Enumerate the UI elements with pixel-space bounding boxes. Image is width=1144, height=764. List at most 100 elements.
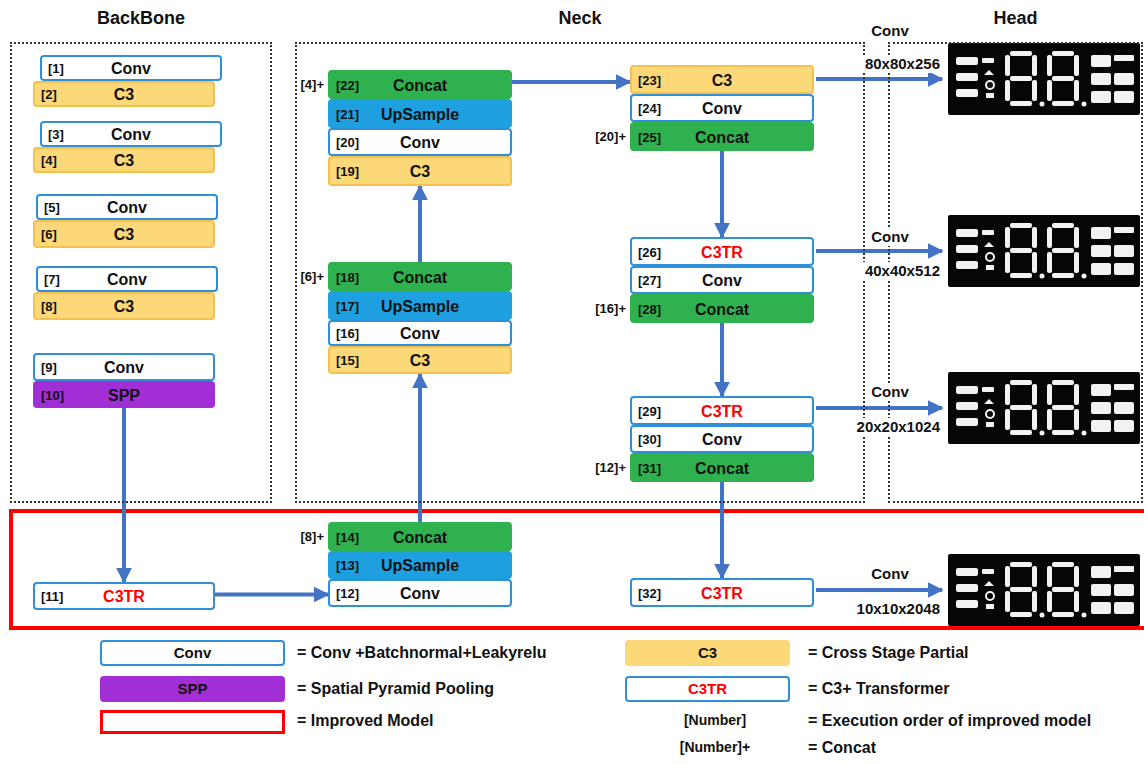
conv-layer: [7]Conv	[36, 266, 218, 292]
legend-text: = Concat	[808, 738, 876, 757]
concat-block: [18]Concat	[328, 262, 512, 291]
legend-sample-text: C3	[698, 644, 717, 662]
concat-source: [4]+	[299, 76, 326, 94]
order-number: [31]	[638, 460, 661, 475]
flow-arrow	[720, 323, 724, 396]
legend-sample-text: SPP	[177, 680, 207, 698]
order-number: [19]	[336, 164, 359, 179]
order-number: [1]	[48, 61, 64, 76]
upsample-block: [21]UpSample	[328, 99, 512, 128]
layer-name: C3TR	[701, 583, 743, 602]
layer-name: Concat	[393, 267, 447, 286]
layer-name: Conv	[104, 358, 144, 377]
legend-text: = Cross Stage Partial	[808, 643, 969, 662]
c3-block: [4]C3	[33, 147, 215, 173]
order-number: [26]	[638, 244, 661, 259]
layer-name: Conv	[400, 584, 440, 603]
concat-source: [20]+	[593, 128, 628, 146]
layer-name: UpSample	[381, 296, 459, 315]
conv-layer: [9]Conv	[33, 353, 215, 381]
lcd-display	[948, 554, 1140, 626]
legend-sample	[100, 710, 285, 734]
flow-arrow	[720, 482, 724, 578]
output-label: 10x10x2048	[855, 600, 942, 618]
order-number: [10]	[41, 387, 64, 402]
layer-name: UpSample	[381, 104, 459, 123]
order-number: [24]	[638, 101, 661, 116]
concat-block: [28]Concat	[630, 294, 814, 323]
concat-source: [16]+	[593, 300, 628, 318]
section-title: BackBone	[12, 8, 270, 29]
concat-source: [8]+	[299, 528, 326, 546]
section-title: Head	[890, 8, 1141, 29]
layer-name: C3	[410, 351, 430, 370]
flow-arrow	[418, 374, 422, 522]
conv-layer: [5]Conv	[36, 194, 218, 220]
flow-arrow	[720, 151, 724, 237]
c3-block: [8]C3	[33, 292, 215, 320]
layer-name: Conv	[702, 430, 742, 449]
head-arrow	[816, 588, 942, 592]
order-number: [15]	[336, 353, 359, 368]
order-number: [2]	[41, 87, 57, 102]
head-arrow	[816, 77, 942, 81]
improved-model-frame	[11, 511, 1144, 628]
head-arrow	[816, 406, 942, 410]
layer-name: C3	[712, 70, 732, 89]
order-number: [5]	[44, 200, 60, 215]
conv-layer: [16]Conv	[328, 320, 512, 346]
order-number: [30]	[638, 432, 661, 447]
c3-block: [23] C3	[630, 65, 814, 94]
concat-source: [12]+	[593, 459, 628, 477]
order-number: [11]	[41, 589, 63, 604]
c3tr-block: [29]C3TR	[630, 396, 814, 425]
order-number: [23]	[638, 72, 661, 87]
c3-block: [19] C3	[328, 156, 512, 186]
output-label: Conv	[869, 565, 911, 583]
c3-block: [6]C3	[33, 220, 215, 248]
legend-text: = Spatial Pyramid Pooling	[297, 679, 494, 698]
layer-name: UpSample	[381, 556, 459, 575]
layer-name: C3	[114, 297, 134, 316]
layer-name: C3	[114, 225, 134, 244]
output-label: Conv	[869, 383, 911, 401]
concat-block: [25] Concat	[630, 122, 814, 151]
output-label: 40x40x512	[863, 262, 942, 280]
order-number: [3]	[48, 127, 64, 142]
layer-name: C3	[410, 162, 430, 181]
c3tr-block: [26]C3TR	[630, 237, 814, 266]
concat-block: [14]Concat	[328, 522, 512, 551]
head-arrow	[816, 249, 942, 253]
layer-name: Conv	[400, 133, 440, 152]
lcd-display	[948, 372, 1140, 444]
layer-name: C3	[114, 151, 134, 170]
legend-sample-text: Conv	[174, 644, 212, 662]
layer-name: C3	[114, 85, 134, 104]
conv-layer: [3]Conv	[40, 121, 222, 147]
lcd-display	[948, 215, 1140, 287]
section-region: Neck[22]Concat[21]UpSample[20]Conv[19]C3…	[295, 42, 865, 503]
conv-layer: [12] Conv	[328, 579, 512, 607]
layer-name: SPP	[108, 385, 140, 404]
conv-layer: [20] Conv	[328, 128, 512, 156]
output-label: Conv	[869, 22, 911, 40]
output-label: 20x20x1024	[855, 418, 942, 436]
conv-layer: [1] Conv	[40, 55, 222, 81]
layer-name: Concat	[393, 527, 447, 546]
legend-sample-text: [Number]+	[680, 738, 750, 756]
upsample-block: [17] UpSample	[328, 291, 512, 320]
layer-name: Concat	[695, 458, 749, 477]
order-number: [12]	[336, 586, 359, 601]
c3tr-block: [32]C3TR	[630, 578, 814, 607]
flow-arrow	[418, 186, 422, 262]
layer-name: Concat	[695, 127, 749, 146]
order-number: [22]	[336, 77, 359, 92]
lcd-display	[948, 43, 1140, 115]
concat-block: [31] Concat	[630, 453, 814, 482]
order-number: [20]	[336, 135, 359, 150]
order-number: [17]	[336, 298, 359, 313]
section-region: BackBone[1]Conv[2]C3[3]Conv[4]C3[5]Conv[…	[10, 42, 272, 503]
order-number: [25]	[638, 129, 661, 144]
layer-name: Conv	[111, 59, 151, 78]
